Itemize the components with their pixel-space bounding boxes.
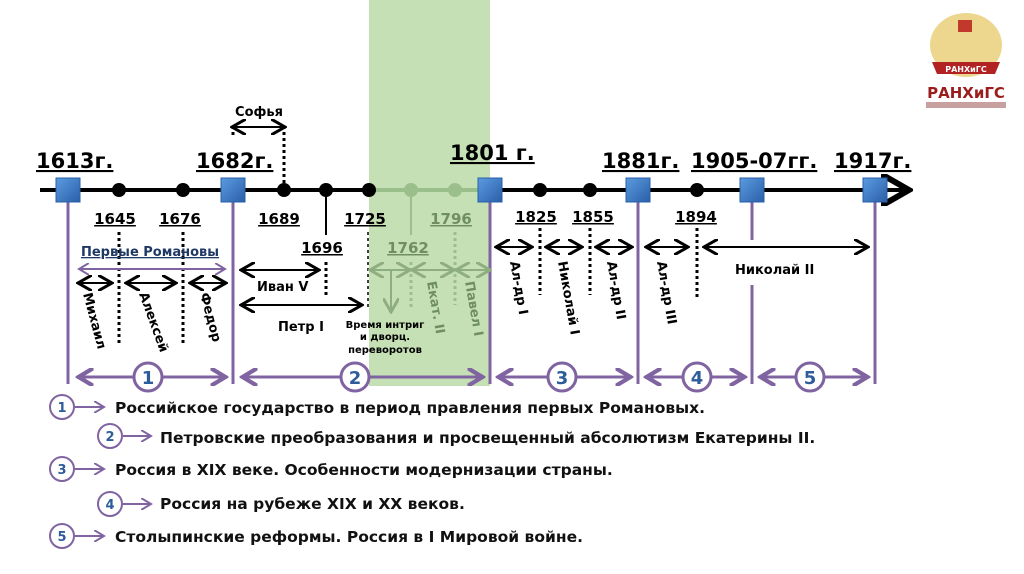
label-alex2: Ал-др II (603, 260, 628, 321)
label-nikolai2: Николай II (735, 263, 814, 278)
reign-arrows (80, 127, 866, 305)
svg-text:Российское государство в перио: Российское государство в период правлени… (115, 399, 705, 417)
label-sofia: Софья (235, 105, 283, 120)
legend-item-5: 5 Столыпинские реформы. Россия в I Миров… (49, 523, 583, 549)
svg-text:переворотов: переворотов (348, 345, 422, 356)
year-1696: 1696 (301, 239, 343, 257)
label-first-romanovs: Первые Романовы (81, 245, 219, 260)
svg-text:РАНХиГС: РАНХиГС (945, 65, 987, 74)
legend-item-4: 4 Россия на рубеже XIX и XX веков. (97, 491, 465, 517)
year-1917: 1917г. (834, 149, 911, 173)
year-1613: 1613г. (36, 149, 113, 173)
svg-text:1: 1 (57, 401, 66, 416)
year-1881: 1881г. (602, 149, 679, 173)
minor-year-dots (112, 183, 704, 197)
year-1676: 1676 (159, 210, 201, 228)
label-intrigues: Время интриг и дворц. переворотов (346, 320, 425, 356)
label-peter1: Петр I (278, 320, 324, 335)
major-year-markers (55, 177, 888, 203)
label-mikhail: Михаил (79, 291, 108, 351)
svg-text:РАНХиГС: РАНХиГС (927, 84, 1005, 102)
svg-text:Россия на рубеже XIX и XX веко: Россия на рубеже XIX и XX веков. (160, 495, 465, 513)
svg-text:3: 3 (57, 463, 66, 478)
year-1689: 1689 (258, 210, 300, 228)
label-alex1: Ал-др I (506, 260, 530, 316)
year-1825: 1825 (515, 208, 557, 226)
year-1801: 1801 г. (450, 141, 535, 165)
svg-text:2: 2 (105, 430, 114, 445)
period-separators (66, 195, 877, 384)
year-1682: 1682г. (196, 149, 273, 173)
svg-text:Петровские преобразования и пр: Петровские преобразования и просвещенный… (160, 429, 815, 447)
label-fedor: Федор (196, 291, 224, 344)
svg-text:Россия в XIX веке. Особенности: Россия в XIX веке. Особенности модерниза… (115, 461, 613, 479)
year-1905-07: 1905-07гг. (691, 149, 817, 173)
label-nikolai1: Николай I (554, 260, 582, 336)
svg-text:2: 2 (349, 368, 362, 389)
legend-item-2: 2 Петровские преобразования и просвещенн… (97, 423, 815, 449)
year-1725: 1725 (344, 210, 386, 228)
legend: 1 Российское государство в период правле… (49, 394, 815, 549)
highlight-overlay (369, 0, 490, 386)
svg-text:3: 3 (556, 368, 569, 389)
year-1645: 1645 (94, 210, 136, 228)
legend-item-1: 1 Российское государство в период правле… (49, 394, 705, 420)
svg-text:5: 5 (57, 530, 66, 545)
svg-text:4: 4 (691, 368, 704, 389)
year-1762: 1762 (387, 239, 429, 257)
svg-text:4: 4 (105, 498, 114, 513)
label-ivan5: Иван V (257, 280, 308, 295)
svg-text:5: 5 (804, 368, 817, 389)
svg-text:и дворц.: и дворц. (360, 332, 410, 343)
period-numbers: 1 2 3 4 5 (132, 361, 826, 393)
legend-item-3: 3 Россия в XIX веке. Особенности модерни… (49, 456, 613, 482)
year-1894: 1894 (675, 208, 717, 226)
label-aleksei: Алексей (135, 290, 171, 354)
label-alex3: Ал-др III (653, 260, 679, 325)
svg-text:Время интриг: Время интриг (346, 320, 425, 331)
year-1855: 1855 (572, 208, 614, 226)
svg-text:Столыпинские реформы. Россия в: Столыпинские реформы. Россия в I Мировой… (115, 528, 583, 546)
year-1796: 1796 (430, 210, 472, 228)
svg-text:1: 1 (142, 368, 155, 389)
ranepa-logo: РАНХиГС РАНХиГС (926, 13, 1006, 108)
